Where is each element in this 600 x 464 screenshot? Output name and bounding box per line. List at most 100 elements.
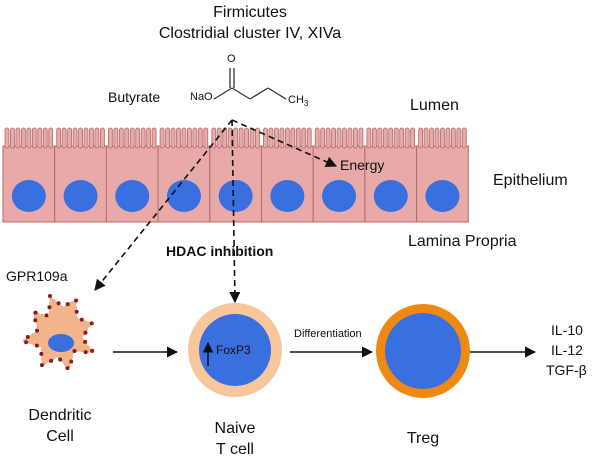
gpr109a-receptor-dots [24, 294, 95, 371]
microvillus [61, 127, 67, 149]
energy-label: Energy [340, 157, 385, 173]
microvillus [450, 127, 456, 149]
microvillus [336, 127, 342, 149]
microvillus [187, 127, 192, 149]
receptor-dot [25, 335, 30, 340]
microvillus [301, 127, 307, 149]
dendritic-label-1: Dendritic [28, 407, 92, 424]
receptor-dot [74, 298, 79, 303]
receptor-dot [83, 339, 88, 344]
microvillus [342, 127, 347, 149]
microvillus [192, 127, 198, 149]
receptor-dot [74, 309, 79, 314]
treg-cell [376, 304, 470, 398]
naive-label-2: T cell [216, 441, 254, 458]
microvillus [429, 127, 434, 149]
receptor-dot [34, 343, 39, 348]
microvillus [314, 127, 320, 149]
microvillus [331, 127, 336, 149]
microvillus [140, 127, 146, 149]
epithelium-label: Epithelium [493, 172, 568, 189]
epithelial-cell [2, 127, 56, 223]
microvillus [249, 127, 255, 149]
epithelial-cell [416, 127, 469, 223]
ch3-label: CH3 [288, 94, 309, 109]
receptor-dot [47, 305, 52, 310]
microvillus [399, 127, 405, 149]
epithelial-nucleus [373, 180, 408, 212]
receptor-dot [58, 357, 63, 362]
gpr109a-label: GPR109a [6, 268, 68, 284]
epithelial-cell [261, 127, 314, 223]
treg-nucleus [385, 313, 461, 389]
dendritic-label-2: Cell [46, 428, 74, 445]
microvillus [227, 127, 233, 149]
microvillus [100, 127, 105, 149]
microvillus [238, 127, 244, 149]
receptor-dot [56, 301, 61, 306]
receptor-dot [39, 363, 44, 368]
butyrate-structure [213, 68, 287, 100]
epithelial-nucleus [218, 180, 253, 212]
microvillus [461, 127, 467, 149]
hdac-inhibition-label: HDAC inhibition [166, 243, 274, 259]
receptor-dot [79, 317, 84, 322]
naive-t-cell [188, 303, 282, 397]
butyrate-label: Butyrate [108, 89, 161, 105]
dendritic-cell [21, 294, 95, 371]
microvillus [176, 127, 181, 149]
lamina-propria-label: Lamina Propria [408, 233, 517, 250]
cytokine-il10: IL-10 [551, 322, 583, 338]
microvillus [388, 127, 394, 149]
microvillus [146, 127, 152, 149]
microvillus [211, 127, 217, 149]
microvillus [255, 127, 260, 149]
microvillus [151, 127, 157, 149]
receptor-dot [65, 366, 70, 371]
microvillus [377, 127, 383, 149]
microvillus [371, 127, 377, 149]
microvillus [20, 127, 26, 149]
microvillus [83, 127, 89, 149]
receptor-dot [49, 358, 54, 363]
microvillus [124, 127, 130, 149]
bond-o-c [213, 87, 233, 100]
bond-c-c1 [231, 87, 251, 100]
receptor-dot [69, 359, 74, 364]
microvillus [170, 127, 176, 149]
microvillus [244, 127, 249, 149]
microvillus [456, 127, 462, 149]
microvillus [233, 127, 239, 149]
header-line-2: Clostridial cluster IV, XIVa [158, 25, 342, 42]
microvillus [165, 127, 170, 149]
epithelial-cell [364, 127, 418, 223]
bond-c-c3 [267, 87, 287, 100]
receptor-dot [83, 330, 88, 335]
epithelial-nucleus [11, 180, 46, 212]
microvillus [78, 127, 83, 149]
microvillus [279, 127, 285, 149]
microvillus [404, 127, 410, 149]
microvillus [37, 127, 43, 149]
epithelial-cell [312, 127, 366, 223]
microvillus [284, 127, 290, 149]
arrow-to-gpr109a [94, 119, 233, 291]
microvillus [263, 127, 268, 149]
cytokine-tgfb: TGF-β [546, 362, 587, 378]
epithelial-nucleus [425, 180, 460, 212]
microvillus [94, 127, 100, 149]
microvillus [410, 127, 416, 149]
receptor-dot [39, 351, 44, 356]
naive-label-1: Naive [214, 420, 256, 437]
epithelial-cell [54, 127, 107, 223]
microvillus [15, 127, 21, 149]
treg-label: Treg [406, 430, 440, 447]
microvillus [135, 127, 141, 149]
epithelial-nucleus [115, 180, 150, 212]
epithelial-cell [157, 127, 211, 223]
epithelial-cell [209, 127, 263, 223]
microvillus [320, 127, 326, 149]
cytokine-il12: IL-12 [551, 342, 583, 358]
microvillus [159, 127, 165, 149]
